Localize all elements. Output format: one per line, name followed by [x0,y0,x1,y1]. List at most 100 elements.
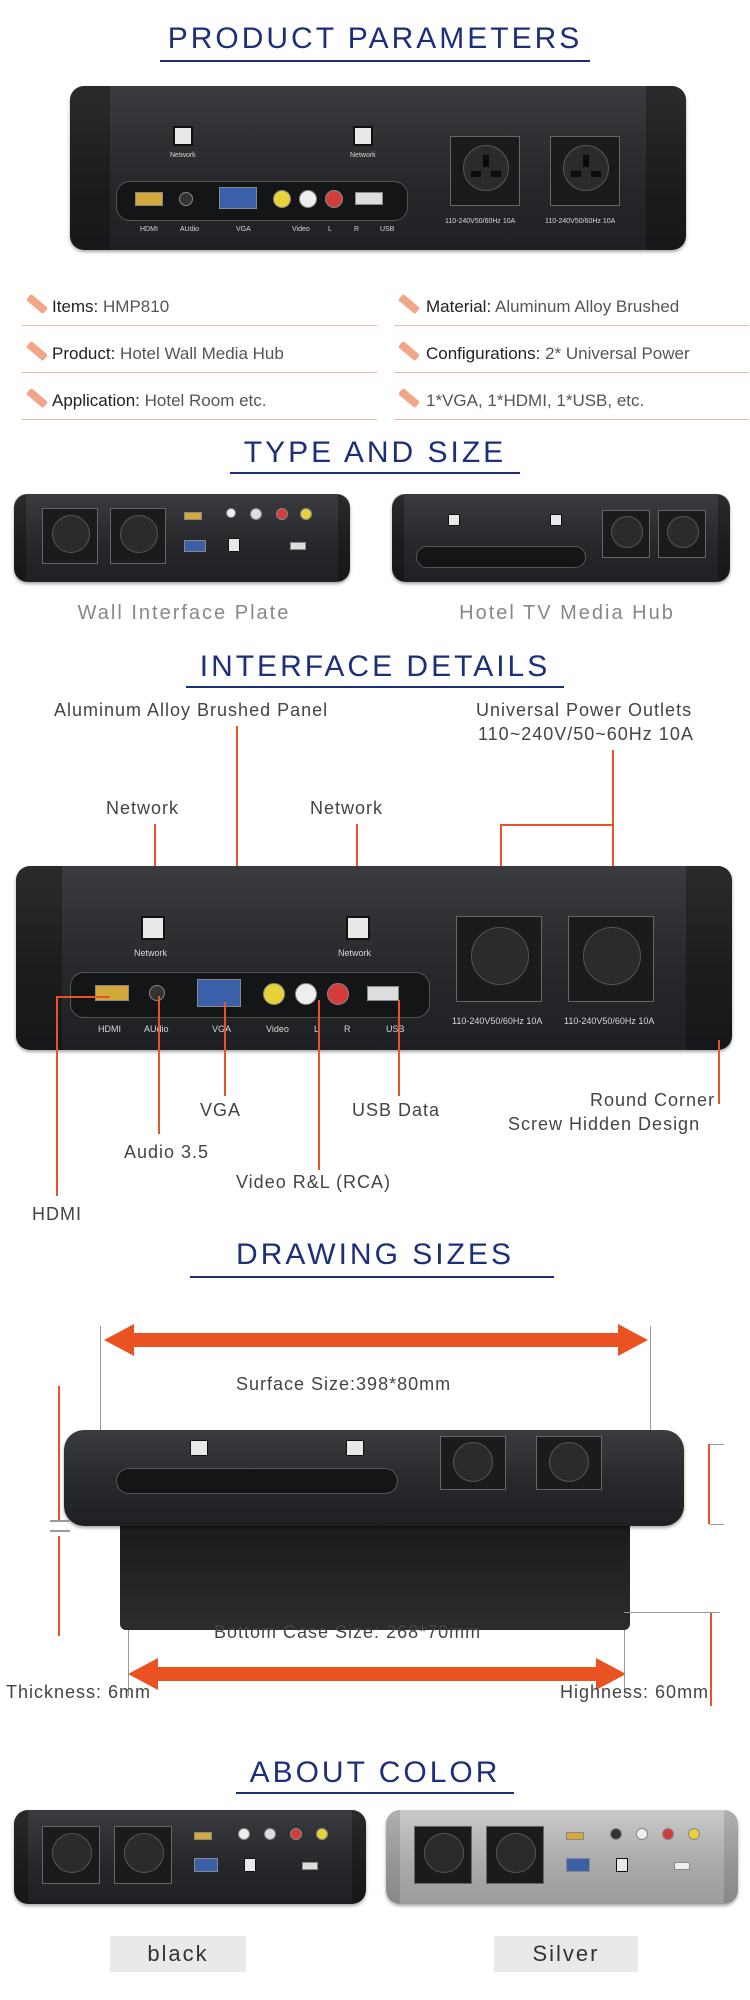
video-jack-icon [273,190,291,208]
caption-wall-interface-plate: Wall Interface Plate [77,602,291,624]
network-port-icon [228,538,240,552]
audio-r-jack-icon [325,190,343,208]
audio-jack-icon [149,985,165,1001]
label-bottom-case-size: Bottom Case Size: 268*70mm [214,1622,482,1642]
video-jack-icon [300,508,312,520]
title-interface-details: INTERFACE DETAILS [199,650,551,683]
color-silver-sample [386,1810,738,1904]
network-port-icon [244,1858,256,1872]
video-jack-icon [263,983,285,1005]
audio-l-jack-icon [250,508,262,520]
power-outlet-icon [602,510,650,558]
audio-r-jack-icon [276,508,288,520]
interface-panel: Network Network HDMI AUdio VGA Video L R… [16,866,732,1050]
product-panel-main: Network Network HDMI AUdio VGA Video L R… [70,86,686,250]
audio-l-jack-icon [299,190,317,208]
pencil-icon [398,293,420,315]
hdmi-port-icon [135,192,163,206]
param-material: Material: Aluminum Alloy Brushed [426,297,680,316]
audio-jack-icon [179,192,193,206]
label-round-corner: Round Corner [590,1090,716,1110]
usb-port-icon [290,542,306,550]
vga-port-icon [219,187,257,209]
av-port-strip [70,972,430,1018]
title-type-and-size: TYPE AND SIZE [243,436,507,469]
title-product-parameters: PRODUCT PARAMETERS [167,22,583,55]
usb-port-icon [355,192,383,205]
color-label-black: black [110,1936,246,1972]
vga-port-icon [194,1858,218,1872]
param-application: Application: Hotel Room etc. [52,391,267,410]
title-drawing-sizes: DRAWING SIZES [236,1238,514,1271]
param-product: Product: Hotel Wall Media Hub [52,344,284,363]
label-vga: VGA [200,1100,242,1120]
audio-jack-icon [610,1828,622,1840]
hdmi-port-icon [184,512,202,520]
pencil-icon [398,340,420,362]
usb-port-icon [674,1862,690,1870]
network-port-icon [173,126,193,146]
pencil-icon [26,340,48,362]
power-outlet-icon [114,1826,172,1884]
vga-port-icon [184,540,206,552]
param-items: Items: HMP810 [52,297,170,316]
audio-l-jack-icon [636,1828,648,1840]
power-outlet-icon [450,136,520,206]
label-outlet-rating: 110~240V/50~60Hz 10A [478,724,694,744]
pencil-icon [26,387,48,409]
bottom-case [120,1520,630,1630]
av-port-strip [416,546,586,568]
network-port-icon [190,1440,208,1456]
label-usb-data: USB Data [352,1100,441,1120]
network-port-icon [346,1440,364,1456]
usb-port-icon [367,986,399,1001]
label-audio: Audio 3.5 [124,1142,210,1162]
network-port-icon [141,916,165,940]
wall-interface-plate [14,494,350,582]
network-port-icon [353,126,373,146]
label-aluminum-panel: Aluminum Alloy Brushed Panel [54,700,329,720]
power-outlet-icon [110,508,166,564]
label-universal-outlets: Universal Power Outlets [476,700,693,720]
title-about-color: ABOUT COLOR [249,1756,501,1789]
audio-l-jack-icon [264,1828,276,1840]
label-surface-size: Surface Size:398*80mm [236,1374,452,1394]
arrow-right-icon [618,1324,648,1356]
audio-r-jack-icon [290,1828,302,1840]
label-video-rca: Video R&L (RCA) [236,1172,392,1192]
power-outlet-icon [486,1826,544,1884]
network-port-icon [616,1858,628,1872]
color-label-silver: Silver [494,1936,638,1972]
audio-r-jack-icon [662,1828,674,1840]
network-port-icon [550,514,562,526]
pencil-icon [398,387,420,409]
usb-port-icon [302,1862,318,1870]
hdmi-port-icon [194,1832,212,1840]
audio-r-jack-icon [327,983,349,1005]
hdmi-port-icon [566,1832,584,1840]
audio-l-jack-icon [295,983,317,1005]
audio-jack-icon [238,1828,250,1840]
power-outlet-icon [440,1436,506,1490]
hdmi-port-icon [95,985,129,1001]
network-port-icon [448,514,460,526]
power-outlet-icon [536,1436,602,1490]
arrow-left-icon [128,1658,158,1690]
power-outlet-icon [42,508,98,564]
power-outlet-icon [456,916,542,1002]
video-jack-icon [316,1828,328,1840]
color-black-sample [14,1810,366,1904]
surface-panel [64,1430,684,1526]
power-outlet-icon [568,916,654,1002]
caption-hotel-tv-media-hub: Hotel TV Media Hub [459,602,675,624]
label-network-left: Network [106,798,180,818]
label-thickness: Thickness: 6mm [6,1682,152,1702]
hotel-tv-media-hub [392,494,730,582]
power-outlet-icon [550,136,620,206]
power-outlet-icon [658,510,706,558]
arrow-left-icon [104,1324,134,1356]
av-port-strip [116,1468,398,1494]
vga-port-icon [197,979,241,1007]
network-port-icon [346,916,370,940]
param-configurations-cont: 1*VGA, 1*HDMI, 1*USB, etc. [426,391,645,410]
